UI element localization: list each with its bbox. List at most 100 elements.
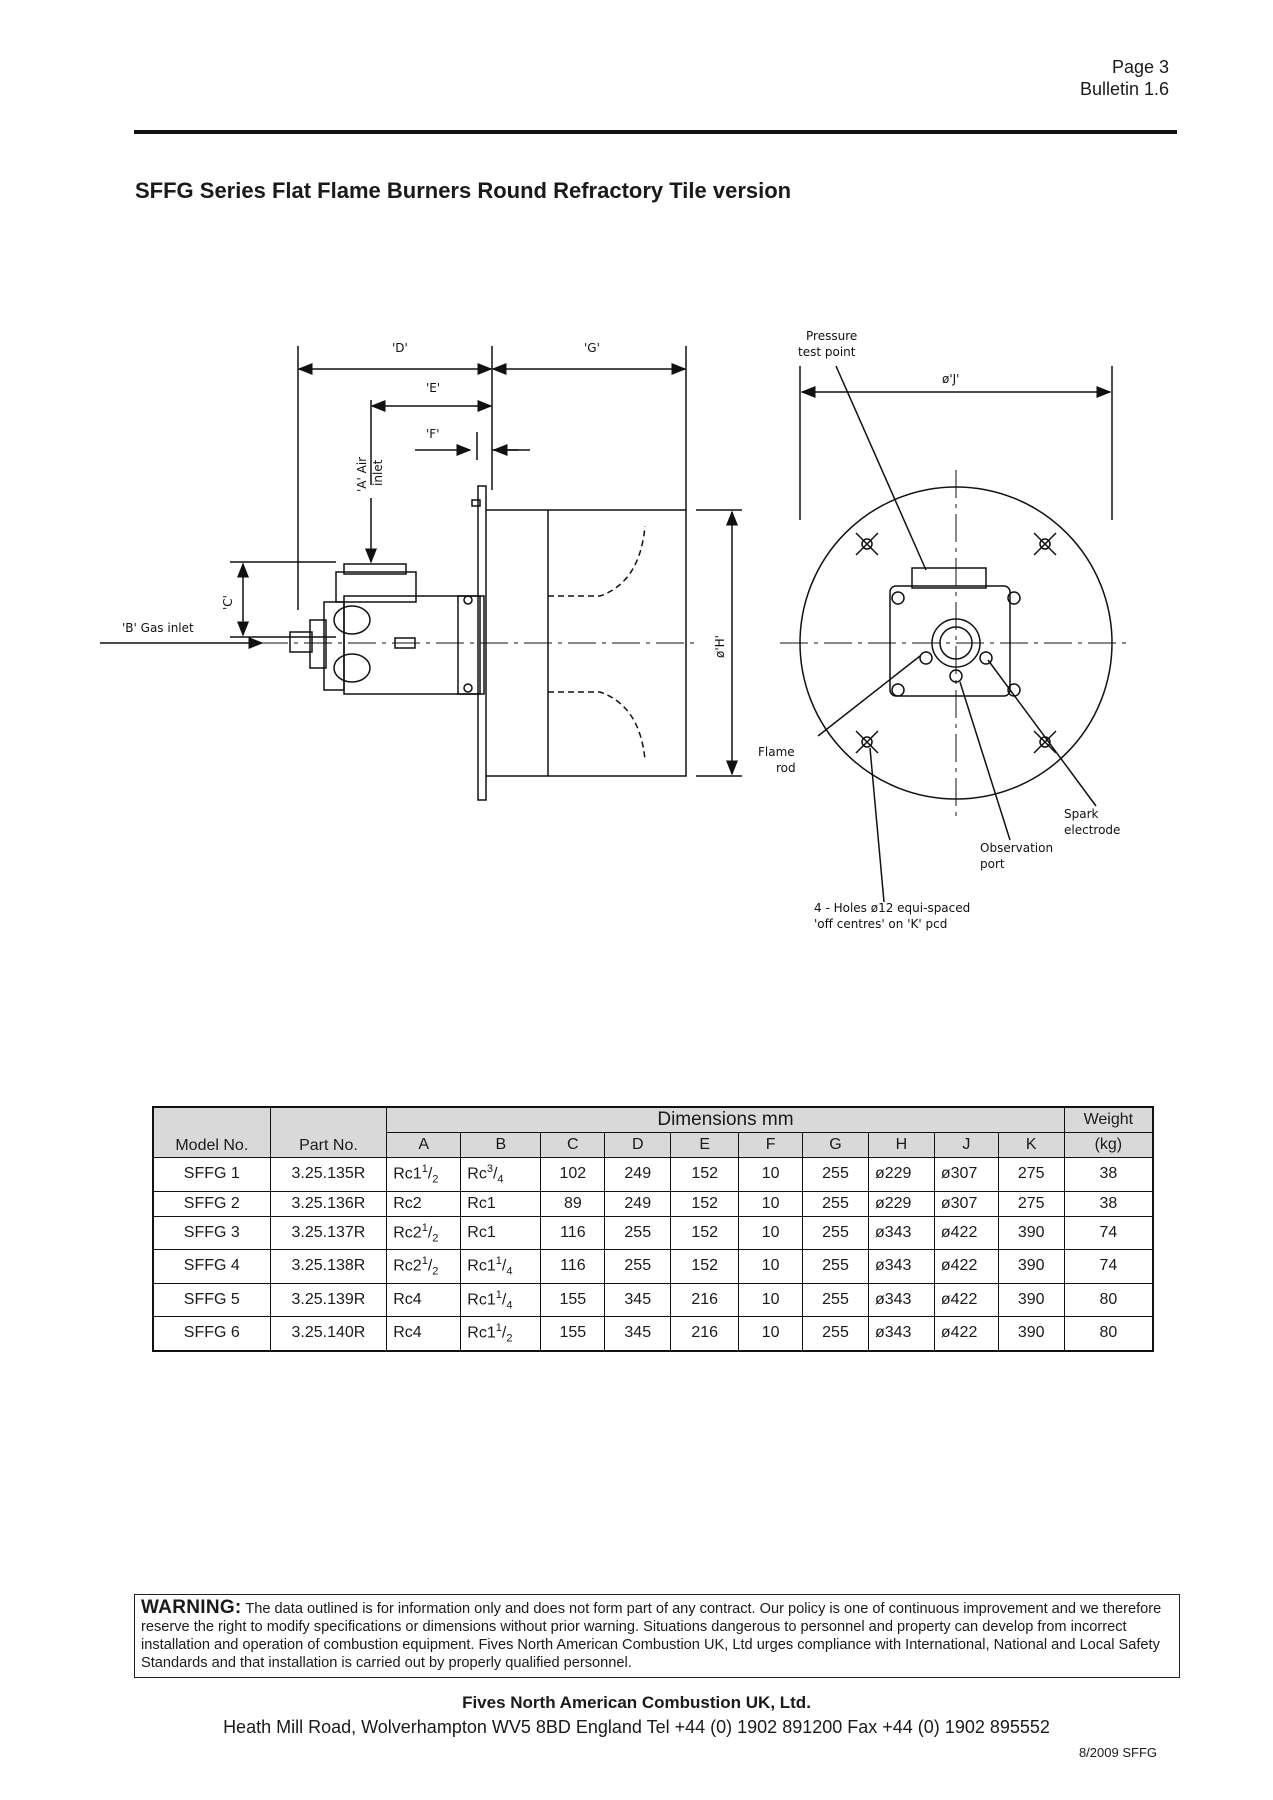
cell-d: 345 <box>604 1282 672 1318</box>
col-part: Part No. <box>269 1106 388 1158</box>
dimensions-group-header: Dimensions mm <box>386 1106 1065 1133</box>
cell-a: Rc4 <box>386 1282 462 1318</box>
label-spark-1: Spark <box>1064 807 1099 821</box>
label-obs-1: Observation <box>980 841 1053 855</box>
cell-b: Rc1 <box>460 1190 542 1217</box>
page-header: Page 3 Bulletin 1.6 <box>1080 56 1169 100</box>
cell-w: 38 <box>1063 1157 1154 1192</box>
cell-c: 155 <box>540 1316 606 1352</box>
cell-a: Rc2 <box>386 1190 462 1217</box>
cell-model: SFFG 6 <box>152 1316 271 1352</box>
col-k: K <box>997 1132 1065 1158</box>
header-rule <box>134 130 1177 134</box>
cell-b: Rc1 <box>460 1215 542 1251</box>
page-title: SFFG Series Flat Flame Burners Round Ref… <box>135 178 792 203</box>
col-g: G <box>802 1132 869 1158</box>
cell-part: 3.25.139R <box>269 1282 388 1318</box>
cell-f: 10 <box>738 1215 804 1251</box>
label-holes-1: 4 - Holes ø12 equi-spaced <box>814 901 970 915</box>
warning-text: The data outlined is for information onl… <box>141 1601 1162 1671</box>
cell-c: 89 <box>540 1190 606 1217</box>
cell-a: Rc21/2 <box>386 1249 462 1284</box>
cell-part: 3.25.135R <box>269 1157 388 1192</box>
cell-a: Rc21/2 <box>386 1215 462 1251</box>
cell-c: 116 <box>540 1249 606 1284</box>
cell-f: 10 <box>738 1316 804 1352</box>
cell-d: 249 <box>604 1157 672 1192</box>
label-a-air: 'A' Air <box>355 457 369 492</box>
cell-d: 255 <box>604 1249 672 1284</box>
cell-e: 216 <box>670 1316 740 1352</box>
cell-b: Rc11/4 <box>460 1282 542 1318</box>
cell-w: 74 <box>1063 1249 1154 1284</box>
warning-box: WARNING: The data outlined is for inform… <box>134 1594 1180 1678</box>
cell-e: 152 <box>670 1190 740 1217</box>
label-c: 'C' <box>221 595 235 610</box>
cell-w: 74 <box>1063 1215 1154 1251</box>
page-number: Page 3 <box>1111 57 1169 77</box>
cell-j: ø422 <box>933 1215 999 1251</box>
cell-g: 255 <box>802 1157 869 1192</box>
cell-a: Rc11/2 <box>386 1157 462 1192</box>
label-pressure-2: test point <box>798 345 856 359</box>
warning-label: WARNING: <box>141 1597 242 1618</box>
col-a: A <box>386 1132 462 1158</box>
col-b: B <box>460 1132 542 1158</box>
cell-g: 255 <box>802 1190 869 1217</box>
cell-b: Rc3/4 <box>460 1157 542 1192</box>
cell-part: 3.25.138R <box>269 1249 388 1284</box>
col-f: F <box>738 1132 804 1158</box>
cell-k: 390 <box>997 1215 1065 1251</box>
col-c: C <box>540 1132 606 1158</box>
cell-f: 10 <box>738 1190 804 1217</box>
cell-a: Rc4 <box>386 1316 462 1352</box>
dimensions-table: Model No. Part No. Dimensions mm Weight … <box>152 1106 1154 1352</box>
col-d: D <box>604 1132 672 1158</box>
cell-model: SFFG 3 <box>152 1215 271 1251</box>
cell-h: ø343 <box>867 1282 935 1318</box>
label-obs-2: port <box>980 857 1005 871</box>
col-weight-unit: (kg) <box>1063 1132 1154 1158</box>
date-code: 8/2009 SFFG <box>1078 1745 1157 1760</box>
cell-k: 390 <box>997 1282 1065 1318</box>
label-pressure-1: Pressure <box>806 329 857 343</box>
cell-b: Rc11/4 <box>460 1249 542 1284</box>
burner-drawing-svg: 'D' 'G' 'E' 'F' 'A' Air inlet 'C' 'B' Ga… <box>100 329 1130 931</box>
label-flame-1: Flame <box>758 745 795 759</box>
cell-e: 152 <box>670 1215 740 1251</box>
label-h: ø'H' <box>713 635 727 658</box>
cell-j: ø307 <box>933 1190 999 1217</box>
col-j: J <box>933 1132 999 1158</box>
cell-h: ø343 <box>867 1316 935 1352</box>
cell-f: 10 <box>738 1282 804 1318</box>
cell-j: ø422 <box>933 1249 999 1284</box>
cell-model: SFFG 5 <box>152 1282 271 1318</box>
cell-g: 255 <box>802 1282 869 1318</box>
cell-e: 152 <box>670 1157 740 1192</box>
cell-j: ø422 <box>933 1282 999 1318</box>
cell-model: SFFG 1 <box>152 1157 271 1192</box>
cell-d: 249 <box>604 1190 672 1217</box>
label-b-gas-inlet: 'B' Gas inlet <box>122 621 194 635</box>
cell-h: ø229 <box>867 1157 935 1192</box>
label-f: 'F' <box>426 427 440 441</box>
label-e: 'E' <box>426 381 440 395</box>
bulletin-number: Bulletin 1.6 <box>1079 79 1169 99</box>
cell-model: SFFG 2 <box>152 1190 271 1217</box>
cell-model: SFFG 4 <box>152 1249 271 1284</box>
cell-g: 255 <box>802 1249 869 1284</box>
cell-j: ø422 <box>933 1316 999 1352</box>
cell-h: ø343 <box>867 1249 935 1284</box>
cell-g: 255 <box>802 1316 869 1352</box>
burner-drawing: 'D' 'G' 'E' 'F' 'A' Air inlet 'C' 'B' Ga… <box>100 320 1180 960</box>
cell-b: Rc11/2 <box>460 1316 542 1352</box>
cell-d: 345 <box>604 1316 672 1352</box>
label-spark-2: electrode <box>1064 823 1120 837</box>
